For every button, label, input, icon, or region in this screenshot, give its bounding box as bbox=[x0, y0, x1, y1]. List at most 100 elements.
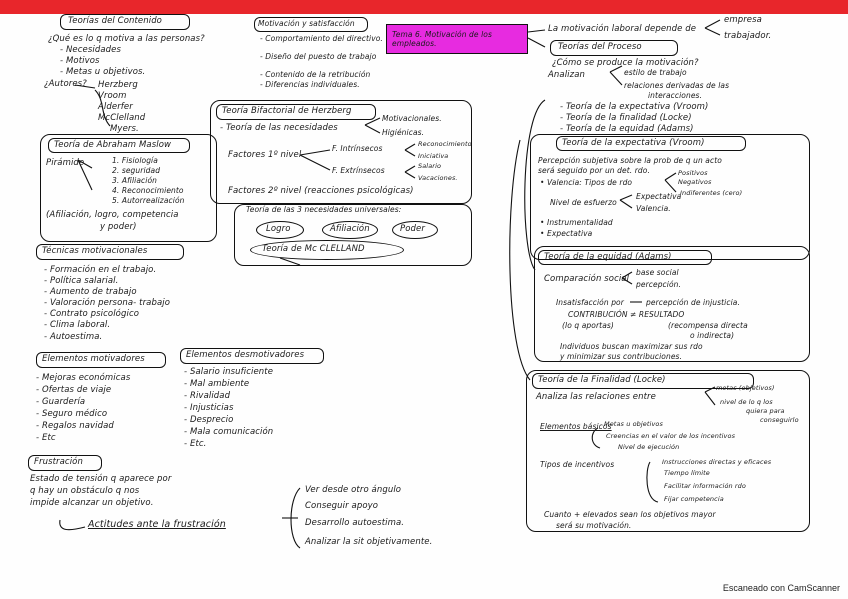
depende-empresa: empresa bbox=[724, 15, 762, 25]
finalidad-metas: metas (objetivos) bbox=[716, 384, 775, 392]
actitud-2: Conseguir apoyo bbox=[305, 501, 379, 511]
desmotivador-1: - Salario insuficiente bbox=[184, 367, 274, 377]
motivacion-satisfaccion-title: Motivación y satisfacción bbox=[258, 19, 355, 28]
tecnicas-title-box bbox=[36, 244, 184, 260]
herzberg-motivacionales: Motivacionales. bbox=[382, 114, 442, 123]
tecnica-2: - Política salarial. bbox=[44, 276, 119, 286]
maslow-item-5: 5. Autorrealización bbox=[112, 196, 185, 205]
frustracion-title-box bbox=[28, 455, 102, 471]
contribucion-resultado: CONTRIBUCIÓN ≠ RESULTADO bbox=[568, 310, 685, 319]
f-ext-vacaciones: Vacaciones. bbox=[418, 174, 458, 182]
motsat-item-2: - Diseño del puesto de trabajo bbox=[260, 52, 377, 61]
valencia-negativos: Negativos bbox=[678, 178, 712, 186]
proceso-question: ¿Cómo se produce la motivación? bbox=[552, 58, 699, 68]
valencia-positivos: Positivos bbox=[678, 169, 708, 177]
camscanner-watermark: Escaneado con CamScanner bbox=[722, 583, 840, 593]
finalidad-text: Analiza las relaciones entre bbox=[536, 392, 656, 402]
expectativa-title-box bbox=[556, 136, 746, 151]
poder-oval bbox=[392, 221, 438, 239]
tema-title: Tema 6. Motivación de los empleados. bbox=[392, 30, 492, 48]
mcclelland-label: Teoría de Mc CLELLAND bbox=[262, 244, 365, 254]
resultado-recompensa: (recompensa directa bbox=[668, 321, 748, 330]
motivadores-title-box bbox=[36, 352, 166, 368]
finalidad-nivel: nivel de lo q los bbox=[720, 398, 773, 406]
teoria-item-3: - Teoría de la equidad (Adams) bbox=[560, 124, 694, 134]
maslow-box bbox=[40, 134, 217, 242]
equidad-box bbox=[534, 246, 810, 362]
nivel-valencia: Valencia. bbox=[636, 204, 671, 213]
actitud-3: Desarrollo autoestima. bbox=[305, 518, 405, 528]
teoria-item-1: - Teoría de la expectativa (Vroom) bbox=[560, 102, 709, 112]
teorias-contenido-title: Teorías del Contenido bbox=[68, 16, 162, 26]
motsat-item-1: - Comportamiento del directivo. bbox=[260, 34, 383, 43]
desmotivador-2: - Mal ambiente bbox=[184, 379, 250, 389]
herzberg-title-box bbox=[216, 104, 376, 120]
desmotivador-6: - Mala comunicación bbox=[184, 427, 274, 437]
actitudes-title: Actitudes ante la frustración bbox=[88, 519, 226, 530]
maslow-item-4: 4. Reconocimiento bbox=[112, 186, 184, 195]
expectativa-box bbox=[530, 134, 810, 260]
finalidad-quiera: quiera para bbox=[746, 407, 785, 415]
instrumentalidad: • Instrumentalidad bbox=[540, 218, 613, 227]
f-intrinsecos: F. Intrínsecos bbox=[332, 144, 383, 153]
need-item-2: - Motivos bbox=[60, 56, 100, 66]
motivador-5: - Regalos navidad bbox=[36, 421, 114, 431]
f-extrinsecos: F. Extrínsecos bbox=[332, 166, 385, 175]
tecnica-4: - Valoración persona- trabajo bbox=[44, 298, 171, 308]
expectativa-text-1: Percepción subjetiva sobre la prob de q … bbox=[538, 156, 722, 165]
frustracion-text-2: q hay un obstáculo q nos bbox=[30, 486, 140, 496]
f-ext-salario: Salario bbox=[418, 162, 442, 170]
autores-label: ¿Autores? bbox=[44, 79, 87, 89]
autor-3: Alderfer bbox=[98, 102, 133, 112]
herzberg-title: Teoría Bifactorial de Herzberg bbox=[222, 106, 352, 116]
maslow-item-1: 1. Fisiología bbox=[112, 156, 158, 165]
motivacion-satisfaccion-box bbox=[254, 17, 368, 32]
actitud-4: Analizar la sit objetivamente. bbox=[305, 537, 433, 547]
frustracion-text-1: Estado de tensión q aparece por bbox=[30, 474, 172, 484]
maslow-item-2: 2. seguridad bbox=[112, 166, 161, 175]
equidad-title-box bbox=[538, 250, 712, 265]
comparacion-base: base social bbox=[636, 268, 679, 277]
motivador-4: - Seguro médico bbox=[36, 409, 108, 419]
depende-trabajador: trabajador. bbox=[724, 31, 772, 41]
herzberg-box bbox=[210, 100, 472, 204]
elemento-nivel: Nivel de ejecución bbox=[618, 443, 680, 451]
need-item-3: - Metas u objetivos. bbox=[60, 67, 146, 77]
tecnica-1: - Formación en el trabajo. bbox=[44, 265, 157, 275]
maslow-note-2: y poder) bbox=[100, 222, 137, 232]
motivadores-title: Elementos motivadores bbox=[42, 354, 145, 364]
desmotivadores-title-box bbox=[180, 348, 324, 364]
autor-5: Myers. bbox=[110, 124, 139, 134]
mcclelland-oval bbox=[250, 240, 404, 260]
cuanto-2: será su motivación. bbox=[556, 521, 632, 530]
maslow-title-box bbox=[48, 138, 190, 153]
proceso-title: Teorías del Proceso bbox=[558, 42, 642, 52]
autor-4: McClelland bbox=[98, 113, 146, 123]
maslow-item-3: 3. Afiliación bbox=[112, 176, 158, 185]
teoria-item-2: - Teoría de la finalidad (Locke) bbox=[560, 113, 692, 123]
desmotivador-5: - Desprecio bbox=[184, 415, 234, 425]
valencia-indiferentes: Indiferentes (cero) bbox=[680, 189, 743, 197]
finalidad-conseguirlo: conseguirlo bbox=[760, 416, 799, 424]
motsat-item-3: - Contenido de la retribución bbox=[260, 70, 371, 79]
autor-1: Herzberg bbox=[98, 80, 138, 90]
incentivo-fijar: Fijar competencia bbox=[664, 495, 724, 503]
poder-label: Poder bbox=[400, 224, 425, 234]
incentivo-tiempo: Tiempo límite bbox=[664, 469, 710, 477]
comparacion-percepcion: percepción. bbox=[636, 280, 681, 289]
tecnica-6: - Clima laboral. bbox=[44, 320, 111, 330]
elemento-metas: Metas u objetivos bbox=[604, 420, 663, 428]
valencia-label: • Valencia: Tipos de rdo bbox=[540, 178, 633, 187]
motivador-6: - Etc bbox=[36, 433, 56, 443]
question-text: ¿Qué es lo q motiva a las personas? bbox=[48, 34, 205, 44]
factores-2-nivel: Factores 2º nivel (reacciones psicológic… bbox=[228, 186, 414, 196]
equidad-title: Teoría de la equidad (Adams) bbox=[544, 252, 672, 262]
maslow-title: Teoría de Abraham Maslow bbox=[54, 140, 172, 150]
logro-label: Logro bbox=[266, 224, 291, 234]
incentivo-instrucciones: Instrucciones directas y eficaces bbox=[662, 458, 772, 466]
incentivo-facilitar: Facilitar información rdo bbox=[664, 482, 746, 490]
elemento-creencias: Creencias en el valor de los incentivos bbox=[606, 432, 736, 440]
tecnicas-title: Técnicas motivacionales bbox=[42, 246, 148, 256]
expectativa-item: • Expectativa bbox=[540, 229, 593, 238]
